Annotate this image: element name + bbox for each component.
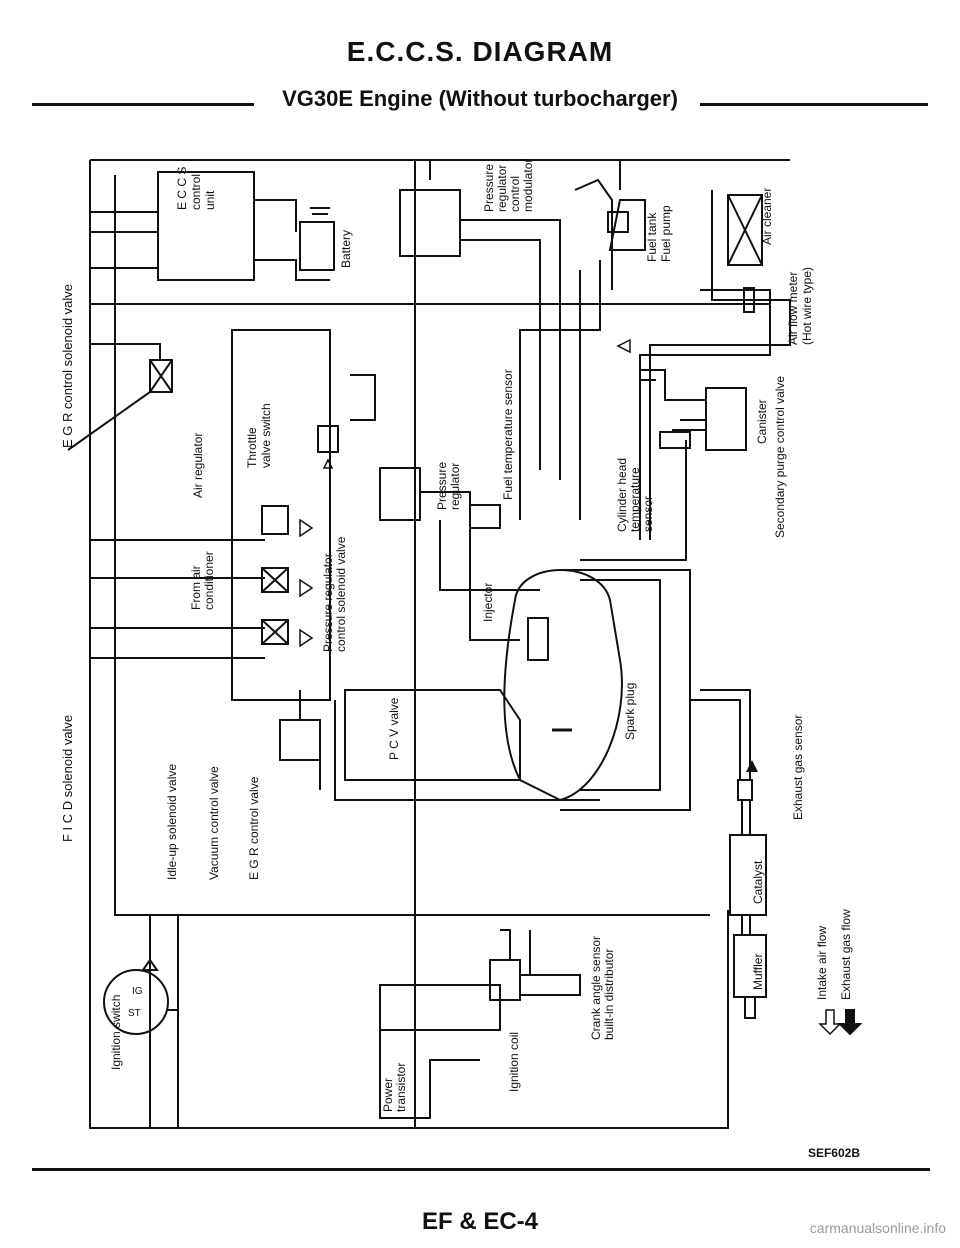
label-throttle-2: valve switch — [259, 403, 273, 468]
exhaust-gas-flow-arrow — [837, 1009, 863, 1036]
label-eccs-line-1: E C C S — [175, 167, 189, 210]
label-cyl-head-2: temperature — [628, 467, 642, 532]
label-ig: IG — [132, 986, 143, 997]
label-modulator-1: Pressure — [482, 164, 496, 212]
label-air-regulator: Air regulator — [191, 433, 205, 498]
label-power-transistor-1: Power — [381, 1078, 395, 1112]
label-fuel-temperature-sensor: Fuel temperature sensor — [501, 369, 515, 500]
label-air-flow-meter-1: Air flow meter — [786, 272, 800, 345]
label-modulator-2: regulator — [495, 165, 509, 212]
label-ignition-coil: Ignition coil — [507, 1032, 521, 1092]
label-pcv-valve: P C V valve — [387, 697, 401, 760]
label-exhaust-gas-sensor: Exhaust gas sensor — [791, 715, 805, 820]
subtitle-rule-right — [700, 103, 928, 106]
air-regulator-body — [261, 505, 289, 535]
label-air-flow-meter-2: (Hot wire type) — [800, 267, 814, 345]
label-ficd-solenoid-valve: F I C D solenoid valve — [60, 715, 75, 842]
figure-code: SEF602B — [807, 1146, 860, 1160]
muffler-box — [733, 934, 767, 998]
label-from-ac-1: From air — [189, 565, 203, 610]
battery-box — [299, 221, 335, 271]
distributor-body — [489, 959, 581, 1001]
label-cyl-head-3: sensor — [641, 496, 655, 532]
engine-bank-left — [344, 689, 521, 781]
diagram-subtitle: VG30E Engine (Without turbocharger) — [282, 86, 678, 111]
air-flow-meter-box — [743, 287, 755, 313]
label-eccs-line-3: unit — [203, 190, 217, 210]
label-pressure-regulator-1: Pressure — [435, 462, 449, 510]
label-pressure-regulator-2: regulator — [448, 463, 462, 510]
label-pr-control-solenoid-2: control solenoid valve — [334, 536, 348, 652]
intake-plenum — [231, 329, 331, 701]
label-egr-control-valve: E G R control valve — [247, 776, 261, 880]
label-idle-up-solenoid-valve: Idle-up solenoid valve — [165, 764, 179, 880]
diagram-title: E.C.C.S. DIAGRAM — [346, 36, 614, 67]
throttle-switch-box — [317, 425, 339, 453]
label-secondary-purge-control-valve: Secondary purge control valve — [773, 376, 787, 538]
wiring-harness-frame — [89, 159, 790, 1129]
label-crank-angle-1: Crank angle sensor — [589, 936, 603, 1040]
label-fuel-pump: Fuel pump — [659, 205, 673, 262]
eccs-control-unit-box — [157, 171, 255, 281]
svg-text:unit: unit — [203, 190, 217, 210]
label-air-cleaner: Air cleaner — [760, 188, 774, 245]
watermark: carmanualsonline.info — [809, 1220, 946, 1236]
fuel-pump-box — [607, 211, 629, 233]
label-intake-air-flow: Intake air flow — [815, 926, 829, 1000]
bottom-rule — [32, 1168, 930, 1171]
label-fuel-tank: Fuel tank — [645, 212, 659, 262]
label-ignition-switch: Ignition switch — [109, 995, 123, 1070]
label-spark-plug: Spark plug — [623, 683, 637, 740]
fuel-tank-shape — [574, 178, 646, 290]
ignition-coil-box — [379, 984, 501, 1031]
svg-text:control: control — [189, 174, 203, 210]
ignition-switch-circle — [103, 969, 169, 1035]
idle-up-solenoid-body — [261, 567, 289, 593]
label-crank-angle-2: built-in distributor — [602, 949, 616, 1040]
label-power-transistor-2: transistor — [394, 1063, 408, 1112]
subtitle-rule-left — [32, 103, 254, 106]
air-cleaner-box — [727, 194, 763, 266]
label-muffler: Muffler — [751, 954, 765, 990]
engine-bank-right — [503, 569, 623, 802]
exhaust-gas-sensor-body — [737, 779, 753, 801]
catalyst-box — [729, 834, 767, 916]
label-catalyst: Catalyst — [751, 860, 765, 904]
label-eccs-line-2: control — [189, 174, 203, 210]
label-pr-control-solenoid-1: Pressure regulator — [321, 553, 335, 652]
page-number: EF & EC-4 — [421, 1208, 538, 1235]
label-st: ST — [128, 1008, 141, 1019]
label-from-ac-2: conditioner — [202, 551, 216, 610]
label-exhaust-gas-flow: Exhaust gas flow — [839, 909, 853, 1000]
label-battery: Battery — [339, 230, 353, 268]
intake-air-flow-arrow — [818, 1009, 842, 1036]
label-injector: Injector — [481, 583, 495, 622]
svg-text:E C C S: E C C S — [175, 167, 189, 210]
label-throttle-1: Throttle — [245, 427, 259, 468]
label-egr-control-solenoid-valve: E G R control solenoid valve — [60, 284, 75, 448]
modulator-box — [399, 189, 461, 257]
pressure-regulator-box — [379, 467, 421, 521]
label-vacuum-control-valve: Vacuum control valve — [207, 766, 221, 880]
label-canister: Canister — [755, 399, 769, 444]
label-cyl-head-1: Cylinder head — [615, 458, 629, 532]
ficd-solenoid-body — [261, 619, 289, 645]
label-modulator-4: modulator — [521, 159, 535, 212]
canister-box — [705, 387, 747, 451]
label-modulator-3: control — [508, 176, 522, 212]
injector-box — [527, 617, 549, 661]
